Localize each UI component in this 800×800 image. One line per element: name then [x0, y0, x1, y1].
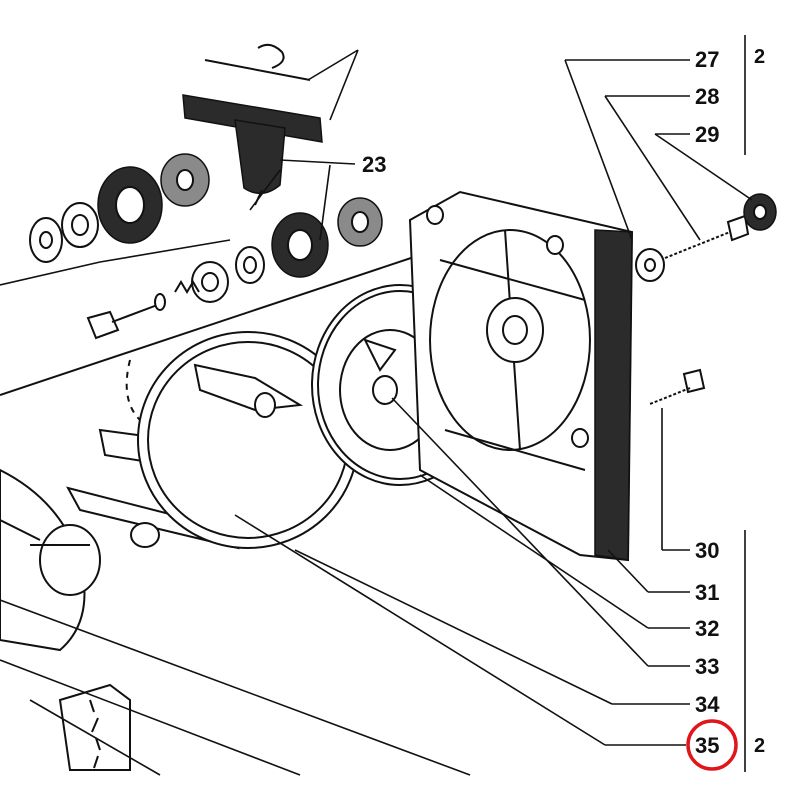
quantity-group-top: 2	[754, 46, 765, 68]
callout-30: 30	[695, 538, 719, 563]
hex-bolt	[86, 293, 166, 340]
middle-pulley-stack	[174, 197, 383, 303]
callout-31: 31	[695, 580, 719, 605]
t-handle-grip	[182, 43, 323, 206]
upper-left-pulley-stack	[29, 153, 210, 263]
callout-numbers: 23 27 28 29 30 31 32 33 34 35 2 2	[362, 46, 765, 758]
engine-block-fragment	[0, 468, 131, 771]
quantity-group-bottom: 2	[754, 735, 765, 757]
callout-35: 35	[695, 733, 719, 758]
callout-28: 28	[695, 84, 719, 109]
callout-32: 32	[695, 616, 719, 641]
highlight-ring-35	[686, 719, 738, 771]
fan-housing-frame	[408, 190, 634, 562]
long-bolt-with-nut	[635, 193, 777, 282]
callout-33: 33	[695, 654, 719, 679]
parts-illustration	[0, 43, 777, 771]
callout-34: 34	[695, 692, 720, 717]
callout-27: 27	[695, 47, 719, 72]
leader-lines	[0, 35, 753, 776]
cap-screw	[649, 368, 706, 405]
callout-23: 23	[362, 152, 386, 177]
callout-29: 29	[695, 122, 719, 147]
starter-pulley	[125, 331, 359, 549]
